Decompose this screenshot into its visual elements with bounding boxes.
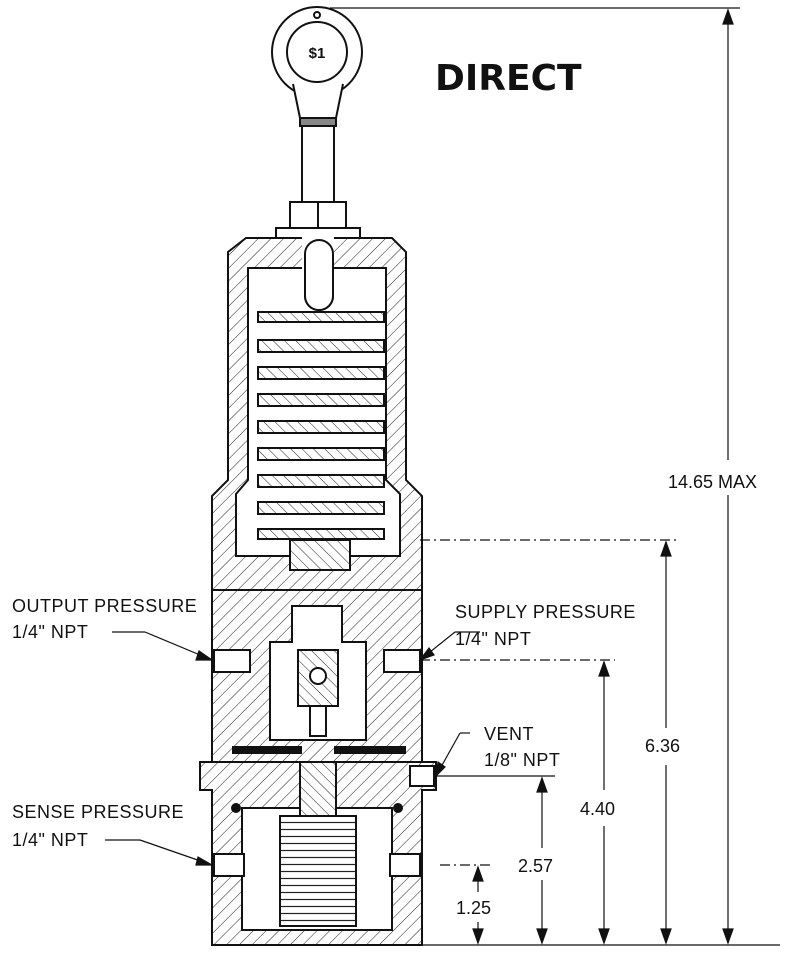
leader-lines xyxy=(105,631,480,866)
output-pressure-label: OUTPUT PRESSURE xyxy=(12,596,197,616)
supply-pressure-size: 1/4" NPT xyxy=(455,629,531,649)
spring xyxy=(257,311,385,571)
sense-pressure-label: SENSE PRESSURE xyxy=(12,802,184,822)
spring-housing xyxy=(211,236,423,591)
sense-pressure-size: 1/4" NPT xyxy=(12,830,88,850)
supply-pressure-label: SUPPLY PRESSURE xyxy=(455,602,636,622)
lower-diaphragm xyxy=(232,746,406,754)
dimension-sense-port: 1.25 xyxy=(456,898,491,918)
vent-label: VENT xyxy=(484,724,534,744)
dimension-supply-port: 4.40 xyxy=(580,799,615,819)
output-pressure-size: 1/4" NPT xyxy=(12,622,88,642)
eye-bolt-mark: $1 xyxy=(309,45,326,62)
dimension-vent-port: 2.57 xyxy=(518,856,553,876)
middle-body xyxy=(211,589,423,763)
vent-size: 1/8" NPT xyxy=(484,750,560,770)
dimension-upper-port: 6.36 xyxy=(645,736,680,756)
dimension-lines xyxy=(330,7,780,946)
drawing-title: DIRECT xyxy=(435,58,582,99)
lower-body xyxy=(199,761,437,946)
dimension-overall: 14.65 MAX xyxy=(668,472,757,492)
